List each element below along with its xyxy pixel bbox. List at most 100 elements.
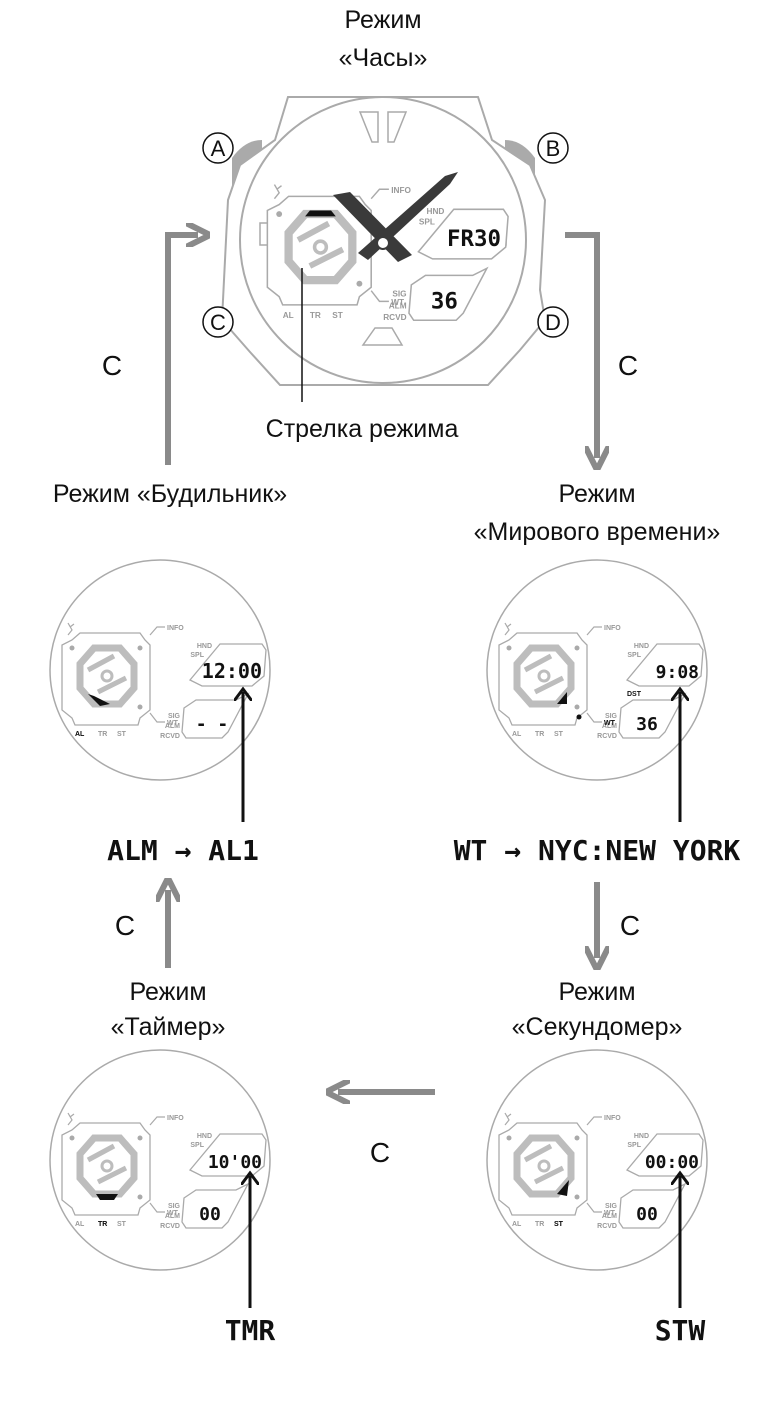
press-c-label: C <box>115 910 135 941</box>
title-line1: Режим <box>344 6 421 34</box>
svg-text:DST: DST <box>627 691 642 698</box>
stopwatch-mode-title: Режим <box>558 978 635 1006</box>
main-watch: HND SPL SIG ALM RCVD INFO WT AL TR ST FR30 36 A B… <box>202 96 569 386</box>
alarm-mode-title: Режим «Будильник» <box>53 480 287 508</box>
timer-lower-display: 00 <box>199 1204 221 1225</box>
rcvd-label: RCVD <box>597 1223 617 1230</box>
stopwatch-mode-subtitle: «Секундомер» <box>512 1013 683 1041</box>
svg-text:ST: ST <box>554 1221 564 1228</box>
world-mode-title: Режим <box>558 480 635 508</box>
stopwatch-code: STW <box>655 1314 706 1347</box>
world-mode-subtitle: «Мирового времени» <box>474 518 721 546</box>
svg-text:AL: AL <box>75 731 85 738</box>
info-label: INFO <box>604 1115 621 1122</box>
sig-label: SIG <box>168 713 181 720</box>
hour-hand <box>333 192 412 262</box>
alm-label: ALM <box>602 723 617 730</box>
alm-label: ALM <box>165 723 180 730</box>
arrow-time-to-world <box>565 232 597 458</box>
wt-label: WT <box>167 720 179 727</box>
title-line2: «Часы» <box>339 44 428 72</box>
tr-label: TR <box>535 1221 544 1228</box>
st-label: ST <box>117 1221 127 1228</box>
world-upper-display: 9:08 <box>656 662 699 683</box>
sig-label: SIG <box>605 713 618 720</box>
alm-label: ALM <box>602 1213 617 1220</box>
mode-hand-indicator <box>305 210 336 217</box>
press-c-label: C <box>102 350 122 381</box>
timer-mode-subtitle: «Таймер» <box>111 1013 226 1041</box>
sig-label: SIG <box>605 1203 618 1210</box>
alarm-code: ALM → AL1 <box>107 834 259 867</box>
rcvd-label: RCVD <box>383 313 406 322</box>
main-lower-display: 36 <box>431 288 458 314</box>
mode-hand-label: Стрелка режима <box>266 415 459 443</box>
st-label: ST <box>117 731 127 738</box>
hnd-label: HND <box>634 643 649 650</box>
st-label: ST <box>554 1221 564 1228</box>
spl-label: SPL <box>419 218 435 227</box>
svg-text:TR: TR <box>98 1221 107 1228</box>
press-c-label: C <box>620 910 640 941</box>
info-label: INFO <box>391 186 411 195</box>
timer-code: TMR <box>225 1314 276 1347</box>
rcvd-label: RCVD <box>597 733 617 740</box>
hnd-label: HND <box>197 1133 212 1140</box>
tr-label: TR <box>310 311 321 320</box>
button-c-label: C <box>202 306 234 338</box>
timer-upper-display: 10'00 <box>208 1152 262 1173</box>
sig-label: SIG <box>392 290 406 299</box>
spl-label: SPL <box>627 652 641 659</box>
button-a-label: A <box>202 132 234 164</box>
info-label: INFO <box>604 625 621 632</box>
svg-text:WT: WT <box>604 720 616 727</box>
al-label: AL <box>75 1221 85 1228</box>
al-label: AL <box>75 731 85 738</box>
rcvd-label: RCVD <box>160 733 180 740</box>
hnd-label: HND <box>634 1133 649 1140</box>
wt-label: WT <box>167 1210 179 1217</box>
alarm-upper-display: 12:00 <box>202 659 262 683</box>
main-upper-display: FR30 <box>447 226 501 252</box>
al-label: AL <box>512 731 522 738</box>
st-label: ST <box>332 311 343 320</box>
spl-label: SPL <box>190 1142 204 1149</box>
svg-text:A: A <box>211 136 226 161</box>
tr-label: TR <box>535 731 544 738</box>
st-label: ST <box>554 731 564 738</box>
info-label: INFO <box>167 625 184 632</box>
hnd-label: HND <box>197 643 212 650</box>
hnd-label: HND <box>426 207 444 216</box>
alarm-lower-display: - - <box>196 714 229 735</box>
svg-text:B: B <box>546 136 561 161</box>
stopwatch-lower-display: 00 <box>636 1204 658 1225</box>
world-code: WT → NYC:NEW YORK <box>454 834 741 867</box>
tr-label: TR <box>98 731 107 738</box>
svg-text:D: D <box>545 310 561 335</box>
wt-label: WT <box>391 298 404 307</box>
wt-label: WT <box>604 720 616 727</box>
spl-label: SPL <box>627 1142 641 1149</box>
button-d-label: D <box>537 306 569 338</box>
stopwatch-upper-display: 00:00 <box>645 1152 699 1173</box>
button-b-label: B <box>537 132 569 164</box>
alm-label: ALM <box>165 1213 180 1220</box>
info-label: INFO <box>167 1115 184 1122</box>
arrow-alarm-to-time <box>165 235 198 465</box>
wt-label: WT <box>604 1210 616 1217</box>
alm-label: ALM <box>389 301 407 310</box>
svg-text:C: C <box>210 310 226 335</box>
sig-label: SIG <box>168 1203 181 1210</box>
world-lower-display: 36 <box>636 714 658 735</box>
rcvd-label: RCVD <box>160 1223 180 1230</box>
press-c-label: C <box>370 1137 390 1168</box>
timer-mode-title: Режим <box>129 978 206 1006</box>
press-c-label: C <box>618 350 638 381</box>
spl-label: SPL <box>190 652 204 659</box>
al-label: AL <box>283 311 294 320</box>
